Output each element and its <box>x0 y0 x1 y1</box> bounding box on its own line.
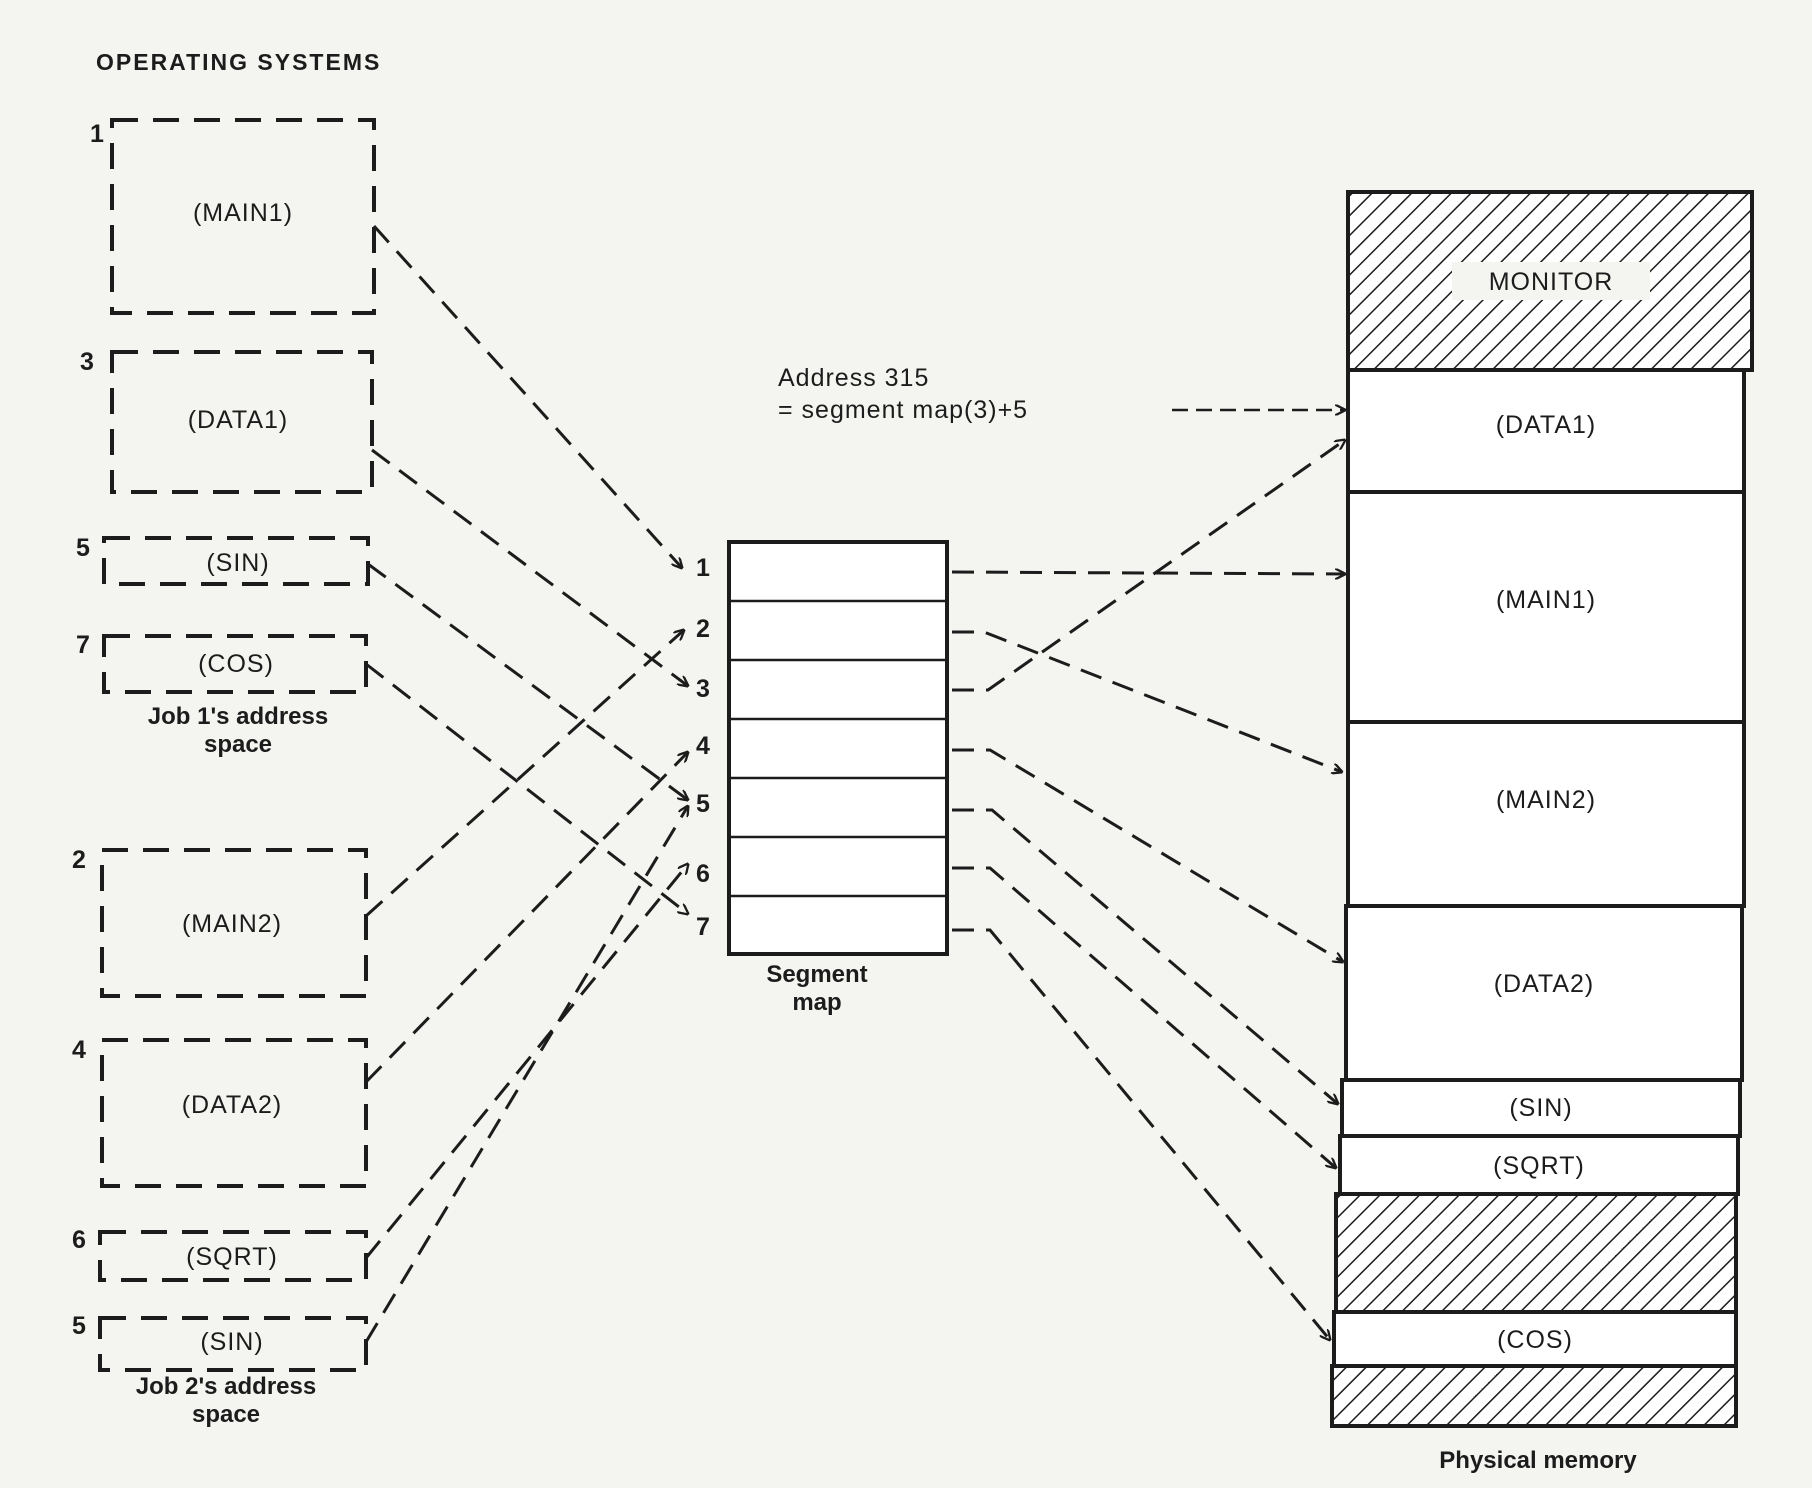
memory-block-sqrt <box>1338 1134 1740 1196</box>
job2-segment-data2-number: 4 <box>72 1036 86 1064</box>
segment-map-entry: 1 <box>696 554 710 582</box>
arrow-main1-to-map-1 <box>372 224 682 568</box>
job1-segment-cos-label: (COS) <box>198 650 274 678</box>
job2-segment-sin-label: (SIN) <box>200 1328 263 1356</box>
memory-block-data2-label: (DATA2) <box>1494 970 1595 998</box>
segment-map-entry: 4 <box>696 732 710 760</box>
job2-segment-data2-box <box>100 1038 368 1188</box>
job1-segment-sin-box <box>102 536 370 586</box>
arrow-sin1-to-map-5 <box>367 562 688 800</box>
memory-block-main1 <box>1346 490 1746 724</box>
job1-segment-main1-label: (MAIN1) <box>193 199 293 227</box>
job1-segment-sin-label: (SIN) <box>206 549 269 577</box>
job1-segment-data1-number: 3 <box>80 348 94 376</box>
job1-segment-cos: 7 (COS) <box>76 631 368 694</box>
header-title: OPERATING SYSTEMS <box>96 49 381 75</box>
job1-segment-data1: 3 (DATA1) <box>80 348 374 494</box>
memory-block-monitor-label: MONITOR <box>1489 268 1614 296</box>
address-annotation: Address 315 = segment map(3)+5 <box>778 364 1028 424</box>
job2-segment-sin-box <box>98 1316 368 1372</box>
arrow-map-6-to-sqrt <box>952 866 1336 1168</box>
physical-memory: MONITOR (DATA1) (MAIN1) (MAIN2) (DATA2) … <box>1330 190 1754 1474</box>
job2-caption-line1: Job 2's address <box>136 1373 316 1400</box>
job2-segment-data2: 4 (DATA2) <box>72 1036 368 1188</box>
monitor-label-background <box>1452 262 1650 300</box>
job1-segment-main1-number: 1 <box>90 120 104 148</box>
memory-block-free-area <box>1330 1364 1738 1428</box>
memory-block-data1-label: (DATA1) <box>1496 411 1597 439</box>
memory-block-main2 <box>1346 720 1746 908</box>
job2-segment-sin: 5 (SIN) <box>72 1312 368 1372</box>
job2-segment-sqrt-label: (SQRT) <box>186 1243 278 1271</box>
memory-mapping-arrows <box>951 410 1345 1340</box>
job2-segment-data2-label: (DATA2) <box>182 1091 283 1119</box>
address-space-arrows <box>364 224 688 1343</box>
segment-map-frame <box>727 540 949 956</box>
address-annotation-line2: = segment map(3)+5 <box>778 396 1028 424</box>
job2-segment-sin-number: 5 <box>72 1312 86 1340</box>
job1-segment-sin-number: 5 <box>76 534 90 562</box>
job1-segment-main1-box <box>110 118 376 315</box>
job1-caption-line1: Job 1's address <box>148 703 328 730</box>
job1-segment-cos-number: 7 <box>76 631 90 659</box>
segment-map: 1 2 3 4 5 6 7 Segment map <box>696 540 949 1016</box>
job1-segment-data1-label: (DATA1) <box>188 406 289 434</box>
memory-block-sin-label: (SIN) <box>1509 1094 1572 1122</box>
arrow-main2-to-map-2 <box>364 630 684 918</box>
job2-segment-main2-box <box>100 848 368 998</box>
memory-block-sqrt-label: (SQRT) <box>1493 1152 1585 1180</box>
segment-map-entry: 5 <box>696 790 710 818</box>
segment-map-entry: 2 <box>696 615 710 643</box>
arrow-map-2-to-main2 <box>952 630 1342 772</box>
segment-map-entry: 6 <box>696 860 710 888</box>
physical-memory-caption: Physical memory <box>1439 1447 1637 1474</box>
job1-segment-main1: 1 (MAIN1) <box>90 118 376 315</box>
job2-segment-main2: 2 (MAIN2) <box>72 846 368 998</box>
arrow-sin2-to-map-5 <box>364 806 688 1343</box>
memory-block-main1-label: (MAIN1) <box>1496 586 1596 614</box>
job2-segment-main2-number: 2 <box>72 846 86 874</box>
address-annotation-line1: Address 315 <box>778 364 929 392</box>
segment-map-caption-line2: map <box>792 989 841 1016</box>
arrow-sqrt-to-map-6 <box>364 864 688 1259</box>
memory-block-main2-label: (MAIN2) <box>1496 786 1596 814</box>
job2-segment-main2-label: (MAIN2) <box>182 910 282 938</box>
arrow-map-4-to-data2 <box>952 748 1343 962</box>
arrow-map-5-to-sin <box>952 808 1338 1104</box>
arrow-map-7-to-cos <box>952 928 1330 1340</box>
job2-segment-sqrt: 6 (SQRT) <box>72 1226 368 1282</box>
job1-address-space: 1 (MAIN1) 3 (DATA1) 5 (SIN) 7 (COS) Job … <box>76 118 376 758</box>
job2-address-space: 2 (MAIN2) 4 (DATA2) 6 (SQRT) 5 (SIN) Job… <box>72 846 368 1428</box>
segment-map-entry: 3 <box>696 675 710 703</box>
arrow-data2-to-map-4 <box>364 752 688 1084</box>
arrow-map-1-to-main1 <box>951 572 1345 574</box>
segment-map-caption-line1: Segment <box>766 961 867 988</box>
memory-block-free-area <box>1334 1192 1738 1314</box>
arrow-cos1-to-map-7 <box>365 662 688 914</box>
job2-segment-sqrt-number: 6 <box>72 1226 86 1254</box>
job2-caption-line2: space <box>192 1401 260 1428</box>
memory-block-cos-label: (COS) <box>1497 1326 1573 1354</box>
job1-segment-data1-box <box>110 350 374 494</box>
arrow-data1-to-map-3 <box>371 448 688 686</box>
job1-caption-line2: space <box>204 731 272 758</box>
arrow-map-3-to-data1 <box>952 440 1345 692</box>
job1-segment-sin: 5 (SIN) <box>76 534 370 586</box>
segment-map-entry: 7 <box>696 913 710 941</box>
